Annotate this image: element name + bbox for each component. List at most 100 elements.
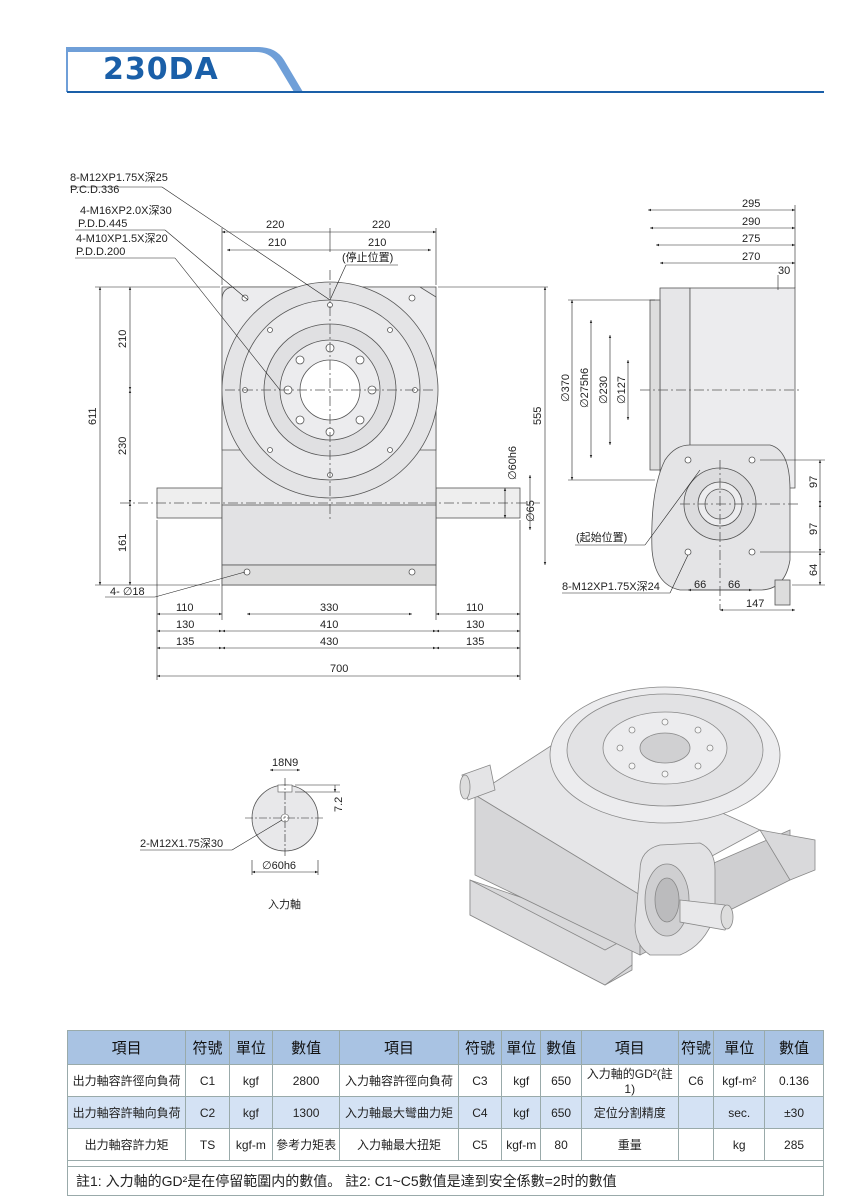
cell: 650 bbox=[540, 1064, 582, 1097]
col-symbol: 符號 bbox=[185, 1030, 230, 1065]
model-title: 230DA bbox=[103, 52, 219, 87]
dim-110-left: 110 bbox=[176, 602, 194, 614]
cell: 入力軸最大彎曲力矩 bbox=[339, 1096, 459, 1129]
side-view bbox=[640, 287, 800, 610]
dim-330: 330 bbox=[320, 602, 338, 614]
cell: 參考力矩表 bbox=[271, 1128, 341, 1161]
cell: ±30 bbox=[764, 1096, 824, 1129]
side-thread-callout: 8-M12XP1.75X深24 bbox=[562, 580, 660, 593]
cell: C1 bbox=[185, 1064, 230, 1097]
cell: 285 bbox=[764, 1128, 824, 1161]
key-depth-label: 7.2 bbox=[333, 797, 345, 812]
dim-210-left: 210 bbox=[268, 237, 286, 249]
cell: 1300 bbox=[271, 1096, 341, 1129]
dim-230-v: 230 bbox=[117, 437, 129, 455]
dim-611: 611 bbox=[87, 407, 99, 425]
cell: 0.136 bbox=[764, 1064, 824, 1097]
dim-dia-370: ∅370 bbox=[560, 374, 572, 402]
spec-table: 項目 符號 單位 數值 項目 符號 單位 數值 項目 符號 單位 數值 出力軸容… bbox=[66, 1030, 824, 1196]
cell: 重量 bbox=[581, 1128, 679, 1161]
col-unit: 單位 bbox=[228, 1030, 273, 1065]
callout-thread-1: 8-M12XP1.75X深25 bbox=[70, 171, 168, 184]
callout-pdd-3: P.D.D.200 bbox=[76, 246, 125, 258]
side-view-dimensions bbox=[562, 205, 825, 612]
cell: kgf bbox=[501, 1064, 542, 1097]
dim-130-right: 130 bbox=[466, 619, 484, 631]
stop-position-label: (停止位置) bbox=[342, 250, 393, 264]
dim-dia-230: ∅230 bbox=[598, 376, 610, 404]
cell: kgf-m² bbox=[713, 1064, 766, 1097]
cell: 出力軸容許力矩 bbox=[66, 1128, 187, 1161]
table-note-row: 註1: 入力軸的GD²是在停留範圍内的數值。 註2: C1~C5數值是達到安全係… bbox=[67, 1166, 824, 1196]
holes-label: 4- ∅18 bbox=[110, 586, 145, 598]
cell bbox=[677, 1128, 715, 1161]
cell: C4 bbox=[457, 1096, 503, 1129]
col-item: 項目 bbox=[339, 1030, 459, 1065]
cell bbox=[677, 1096, 715, 1129]
dim-64: 64 bbox=[808, 564, 820, 576]
cell: 入力軸的GD²(註1) bbox=[581, 1064, 679, 1097]
cell: TS bbox=[185, 1128, 230, 1161]
cell: kgf bbox=[501, 1096, 542, 1129]
cell: 入力軸最大扭矩 bbox=[339, 1128, 459, 1161]
dim-66-right: 66 bbox=[728, 579, 740, 591]
shaft-diameter-label: ∅60h6 bbox=[262, 860, 296, 872]
dim-60h6: ∅60h6 bbox=[507, 446, 519, 480]
cell: 650 bbox=[540, 1096, 582, 1129]
dim-220-right: 220 bbox=[372, 219, 390, 231]
dim-135-right: 135 bbox=[466, 636, 484, 648]
col-value: 數值 bbox=[540, 1030, 582, 1065]
table-note: 註1: 入力軸的GD²是在停留範圍内的數值。 註2: C1~C5數值是達到安全係… bbox=[67, 1166, 824, 1196]
dim-135-left: 135 bbox=[176, 636, 194, 648]
dim-97-upper: 97 bbox=[808, 476, 820, 488]
callout-pdd-2: P.D.D.445 bbox=[78, 218, 127, 230]
cell: 出力軸容許徑向負荷 bbox=[66, 1064, 187, 1097]
spec-table-header: 項目 符號 單位 數值 項目 符號 單位 數值 項目 符號 單位 數值 bbox=[66, 1030, 824, 1065]
dim-220-left: 220 bbox=[266, 219, 284, 231]
cell: sec. bbox=[713, 1096, 766, 1129]
dim-dia-275h6: ∅275h6 bbox=[579, 368, 591, 408]
input-shaft-detail: 18N9 7.2 2-M12X1.75深30 ∅60h6 入力軸 bbox=[140, 757, 345, 911]
cell: C3 bbox=[457, 1064, 503, 1097]
cell: kgf bbox=[228, 1064, 273, 1097]
col-value: 數值 bbox=[271, 1030, 341, 1065]
col-symbol: 符號 bbox=[457, 1030, 503, 1065]
dim-555: 555 bbox=[532, 407, 544, 425]
front-view-dimensions bbox=[70, 186, 548, 680]
dim-110-right: 110 bbox=[466, 602, 484, 614]
dim-290: 290 bbox=[742, 216, 760, 228]
col-value: 數值 bbox=[764, 1030, 824, 1065]
cell: C5 bbox=[457, 1128, 503, 1161]
dim-210-right: 210 bbox=[368, 237, 386, 249]
col-item: 項目 bbox=[581, 1030, 679, 1065]
input-shaft-caption: 入力軸 bbox=[268, 897, 301, 911]
title-tab-graphic bbox=[66, 47, 824, 93]
side-view-labels: 295 290 275 270 30 ∅370 ∅275h6 ∅230 ∅127… bbox=[560, 198, 820, 610]
start-position-label: (起始位置) bbox=[576, 530, 627, 544]
dim-130-left: 130 bbox=[176, 619, 194, 631]
dim-210-v: 210 bbox=[117, 330, 129, 348]
dim-97-lower: 97 bbox=[808, 523, 820, 535]
front-view-labels: 8-M12XP1.75X深25 P.C.D.336 4-M16XP2.0X深30… bbox=[70, 171, 544, 675]
dim-270: 270 bbox=[742, 251, 760, 263]
dim-700: 700 bbox=[330, 663, 348, 675]
dim-295: 295 bbox=[742, 198, 760, 210]
shaft-thread-label: 2-M12X1.75深30 bbox=[140, 837, 223, 850]
cell: C6 bbox=[677, 1064, 715, 1097]
cell: 出力軸容許軸向負荷 bbox=[66, 1096, 187, 1129]
cell: kg bbox=[713, 1128, 766, 1161]
cell: kgf-m bbox=[228, 1128, 273, 1161]
dim-30: 30 bbox=[778, 265, 790, 277]
col-unit: 單位 bbox=[501, 1030, 542, 1065]
cell: 2800 bbox=[271, 1064, 341, 1097]
cell: 入力軸容許徑向負荷 bbox=[339, 1064, 459, 1097]
callout-thread-3: 4-M10XP1.5X深20 bbox=[76, 232, 168, 245]
dim-147: 147 bbox=[746, 598, 764, 610]
col-symbol: 符號 bbox=[677, 1030, 715, 1065]
dim-410: 410 bbox=[320, 619, 338, 631]
callout-thread-2: 4-M16XP2.0X深30 bbox=[80, 204, 172, 217]
key-width-label: 18N9 bbox=[272, 757, 298, 769]
